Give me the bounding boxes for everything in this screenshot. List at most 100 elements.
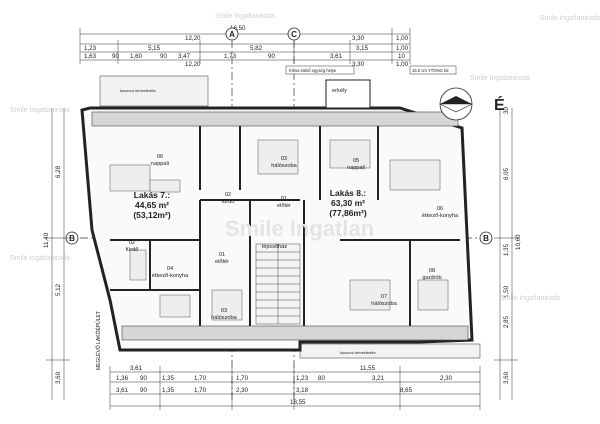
interior-walls: [110, 126, 460, 326]
dim-bottom-row2-e: 1,70: [236, 375, 249, 382]
top-dimension-lines: [79, 28, 411, 64]
ytong-note-box: [409, 65, 457, 75]
svg-text:Smile Ingatlaniroda: Smile Ingatlaniroda: [10, 107, 70, 114]
dim-top-row4-b: 3,30: [352, 61, 365, 68]
stair-label: lépcsőház: [262, 244, 287, 250]
svg-text:Smile Ingatlaniroda: Smile Ingatlaniroda: [540, 15, 600, 22]
dim-bottom-row2-g: 80: [318, 375, 325, 382]
dim-bottom-row2-d: 1,70: [194, 375, 207, 382]
svg-text:03: 03: [221, 308, 227, 314]
roof-note-bottom: koszorú lemezfedés: [340, 350, 376, 355]
svg-text:előtér: előtér: [277, 203, 291, 209]
top-wall-band: [91, 111, 459, 127]
axis-bubble-c: C: [287, 27, 301, 41]
climate-note-box: [285, 65, 355, 75]
dim-bottom-row1-b: 11,55: [360, 365, 376, 372]
room-labels: 06 nappali 03 hálószoba 05 nappali 01 el…: [126, 154, 459, 321]
dim-top-row3-h: 3,61: [330, 53, 343, 60]
dim-bottom-row3-g: 8,65: [400, 387, 413, 394]
dim-top-row4-a: 12,20: [185, 61, 201, 68]
svg-text:gardrób: gardrób: [422, 275, 441, 281]
dim-bottom-row2-c: 1,35: [162, 375, 175, 382]
dim-top-row2-e: 1,00: [396, 45, 409, 52]
svg-text:05: 05: [353, 158, 359, 164]
bottom-dimension-lines: [109, 366, 481, 410]
dim-left-d: 3,60: [55, 371, 62, 384]
dim-top-row4-c: 1,00: [396, 61, 409, 68]
dim-top-row3-c: 1,60: [130, 53, 143, 60]
axis-bubble-b-left: B: [65, 231, 79, 245]
dim-right-b: 10,60: [515, 234, 522, 250]
dim-bottom-row2-b: 90: [140, 375, 147, 382]
dim-top-row3-i: 10: [398, 53, 405, 60]
north-letter: É: [494, 95, 505, 114]
dim-top-row3-f: 1,73: [224, 53, 237, 60]
dim-top-row2-a: 1,23: [84, 45, 97, 52]
svg-text:06: 06: [437, 206, 443, 212]
svg-text:étkező-konyha: étkező-konyha: [152, 273, 189, 279]
dim-bottom-row3-d: 1,70: [194, 387, 207, 394]
dim-bottom-row1-a: 3,61: [130, 365, 143, 372]
dim-top-row3-g: 90: [268, 53, 275, 60]
svg-text:02: 02: [129, 240, 135, 246]
svg-text:06: 06: [157, 154, 163, 160]
climate-note: Kilma külső egység helye: [289, 68, 337, 73]
svg-text:nappali: nappali: [151, 161, 169, 167]
svg-text:fürdő: fürdő: [222, 199, 235, 205]
apartment-8-label: Lakás 8.: 63,30 m² (77,86m²): [329, 188, 366, 218]
dim-top-row2-d: 3,15: [356, 45, 369, 52]
dim-top-row3-b: 90: [112, 53, 119, 60]
dim-top-row3-e: 3,47: [178, 53, 191, 60]
dim-bottom-row3-f: 3,18: [296, 387, 309, 394]
dim-top-row2-b: 5,15: [148, 45, 161, 52]
bottom-wall-band: [121, 325, 469, 341]
dim-bottom-row2-i: 2,30: [440, 375, 453, 382]
dim-left-b: 11,40: [43, 232, 50, 248]
roof-strip-bottom: [299, 343, 481, 359]
dim-top-row1-a: 12,20: [185, 35, 201, 42]
svg-text:03: 03: [281, 156, 287, 162]
svg-text:Smile Ingatlaniroda: Smile Ingatlaniroda: [215, 13, 275, 20]
svg-text:01: 01: [281, 196, 287, 202]
svg-text:étkező-konyha: étkező-konyha: [422, 213, 459, 219]
svg-text:fürdő: fürdő: [126, 247, 139, 253]
svg-text:Smile Ingatlaniroda: Smile Ingatlaniroda: [470, 75, 530, 82]
svg-text:B: B: [483, 234, 489, 243]
dim-left-a: 6,28: [55, 165, 62, 178]
stair: [255, 243, 301, 325]
svg-text:A: A: [229, 30, 235, 39]
axis-bubble-b-right: B: [479, 231, 493, 245]
dim-bottom-row2-a: 1,36: [116, 375, 129, 382]
svg-text:02: 02: [225, 192, 231, 198]
watermarks: Smile Ingatlaniroda Smile Ingatlaniroda …: [10, 13, 600, 302]
svg-text:előtér: előtér: [215, 259, 229, 265]
svg-text:Smile Ingatlan: Smile Ingatlan: [225, 216, 374, 241]
svg-text:hálószoba: hálószoba: [211, 315, 237, 321]
roof-note-top: koszorú lemezfedés: [120, 88, 156, 93]
dim-bottom-row3-e: 2,30: [236, 387, 249, 394]
svg-text:B: B: [69, 234, 75, 243]
dim-right-a: 6,05: [503, 167, 510, 180]
dim-top-row1-c: 1,00: [396, 35, 409, 42]
balcony: [325, 79, 371, 109]
dim-bottom-row2-f: 1,23: [296, 375, 309, 382]
north-arrow: É: [439, 87, 505, 121]
dim-bottom-row3-b: 90: [140, 387, 147, 394]
axis-bubble-a: A: [225, 27, 239, 41]
svg-text:hálószoba: hálószoba: [271, 163, 297, 169]
dim-bottom-total: 18,55: [290, 399, 306, 406]
dim-right-e: 1,50: [503, 285, 510, 298]
svg-text:08: 08: [429, 268, 435, 274]
dim-right-g: 30: [503, 107, 510, 114]
dim-right-f: 2,85: [503, 315, 510, 328]
dim-top-total: 16,50: [230, 25, 246, 32]
ytong-note: 15,0 cm YTONG fal: [412, 68, 448, 73]
svg-text:C: C: [291, 30, 297, 39]
dim-right-c: 1,35: [503, 243, 510, 256]
svg-text:63,30 m²: 63,30 m²: [331, 198, 365, 208]
svg-text:(53,12m²): (53,12m²): [133, 210, 170, 220]
svg-text:04: 04: [167, 266, 173, 272]
balcony-label: erkély: [332, 88, 347, 94]
